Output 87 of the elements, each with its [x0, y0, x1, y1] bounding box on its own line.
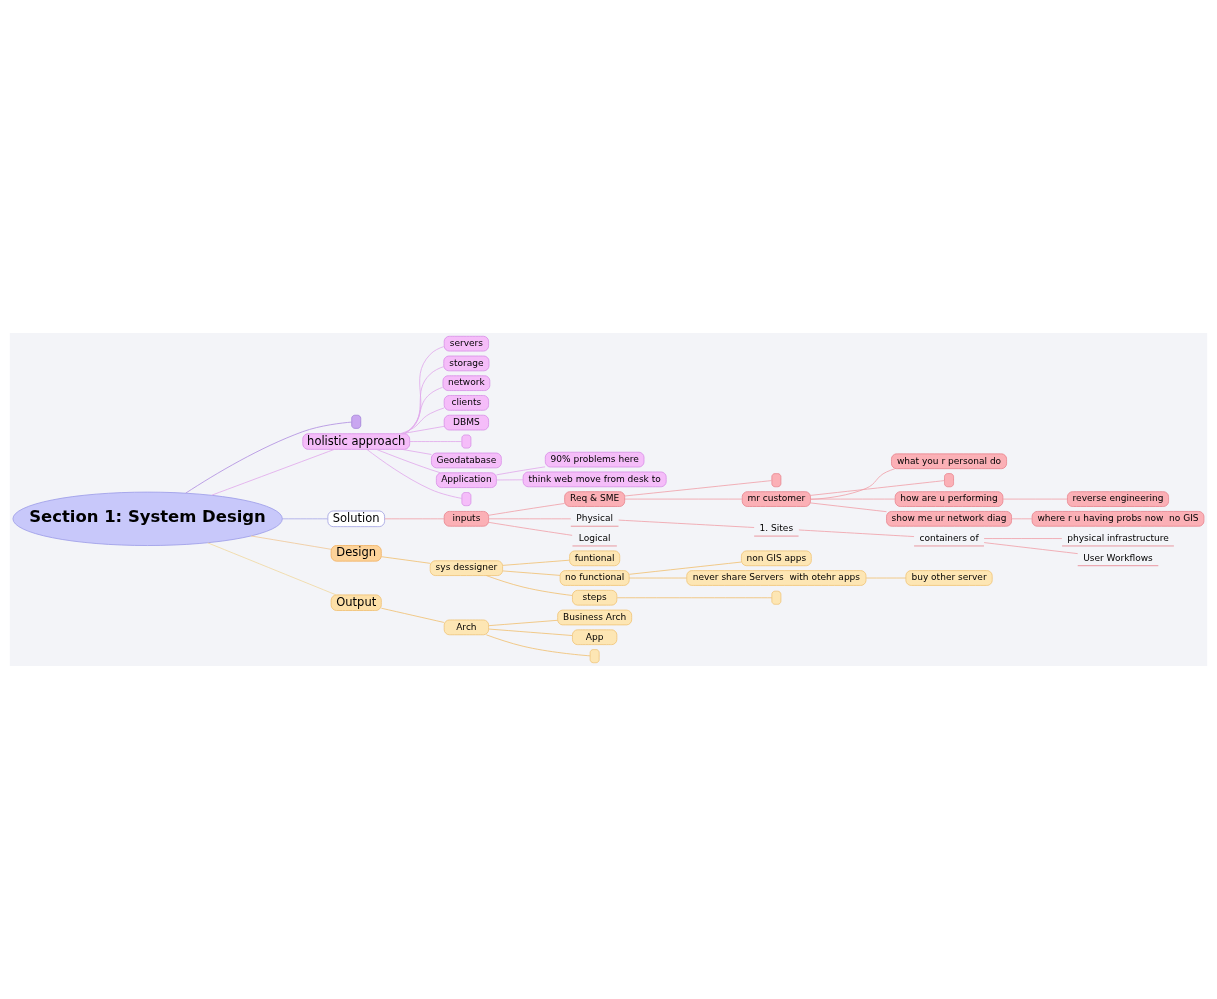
connector — [488, 628, 573, 636]
node-box: no functional — [559, 570, 630, 586]
connector — [400, 407, 445, 435]
node-box: 90% problems here — [544, 451, 645, 468]
node-box: never share Servers with otehr apps — [686, 570, 867, 586]
node-box — [461, 492, 472, 507]
connector — [1011, 518, 1033, 520]
connector — [496, 479, 524, 481]
node-box: network — [442, 375, 491, 391]
node-box: funtional — [569, 550, 621, 567]
node-box: App — [572, 629, 618, 646]
connector — [624, 498, 743, 500]
node-text: Logical — [578, 532, 611, 543]
node-box: DBMS — [443, 414, 489, 431]
node-text: physical infrastructure — [1067, 532, 1169, 543]
connector — [628, 577, 687, 579]
connector — [502, 570, 561, 576]
node-box: Output — [330, 594, 382, 611]
connector — [616, 597, 773, 599]
node-box: show me ur network diag — [886, 511, 1012, 527]
connector — [366, 448, 463, 499]
connector — [401, 425, 445, 435]
connector — [485, 575, 573, 596]
node-box: servers — [443, 335, 489, 352]
node-box — [589, 649, 600, 664]
connector — [380, 607, 445, 623]
connector — [798, 529, 915, 537]
connector — [496, 466, 546, 476]
node-box: buy other server — [905, 570, 993, 586]
connector — [810, 498, 896, 500]
node-box: inputs — [443, 511, 489, 527]
node-box: Solution — [327, 510, 385, 528]
connector — [380, 556, 431, 564]
connector — [628, 561, 742, 575]
connector — [810, 502, 887, 513]
node-text: 1. Sites — [759, 522, 794, 533]
node-box — [771, 590, 782, 605]
connector — [502, 559, 570, 566]
node-box: Business Arch — [557, 609, 633, 626]
connector — [983, 538, 1063, 539]
node-box: where r u having probs now no GIS — [1031, 511, 1205, 527]
connector — [488, 503, 565, 516]
connector — [282, 518, 329, 520]
connector — [810, 480, 945, 496]
node-text: User Workflows — [1083, 552, 1153, 563]
connector — [983, 542, 1079, 555]
node-box: Req & SME — [564, 491, 626, 507]
node-box — [944, 473, 954, 488]
node-box: storage — [443, 355, 490, 372]
connector — [488, 518, 572, 520]
connector — [376, 448, 441, 474]
connector — [384, 518, 445, 520]
node-box: Design — [330, 545, 382, 562]
connector — [409, 441, 463, 442]
node-box: holistic approach — [302, 433, 411, 450]
node-box: mr customer — [741, 491, 811, 507]
connector — [403, 386, 444, 435]
connector — [250, 535, 332, 550]
node-box: Application — [435, 472, 497, 488]
node-box: clients — [443, 395, 489, 411]
connector — [185, 421, 352, 494]
node-text: Physical — [576, 513, 614, 524]
connector — [810, 468, 896, 500]
node-box: steps — [572, 589, 618, 606]
node-box: Geodatabase — [431, 452, 502, 469]
connector — [1002, 498, 1068, 500]
node-box: sys dessigner — [429, 560, 503, 576]
connector — [488, 521, 573, 536]
connector — [211, 449, 335, 496]
node-box: Arch — [443, 619, 489, 636]
connector — [485, 634, 591, 657]
node-box: think web move from desk to — [522, 471, 667, 488]
connector — [488, 619, 558, 627]
connector — [618, 519, 755, 528]
node-box — [351, 414, 362, 429]
node-ellipse: Section 1: System Design — [12, 491, 283, 546]
connector — [624, 480, 773, 497]
node-box: how are u performing — [894, 491, 1004, 507]
node-box: what you r personal do — [891, 453, 1007, 470]
node-box: reverse engineering — [1067, 491, 1169, 507]
node-box — [461, 434, 472, 449]
connector — [865, 577, 907, 579]
node-box — [771, 473, 782, 488]
node-box: non GIS apps — [741, 550, 812, 567]
node-text: containers of — [919, 532, 979, 543]
connector — [401, 448, 432, 455]
connector — [207, 542, 337, 596]
